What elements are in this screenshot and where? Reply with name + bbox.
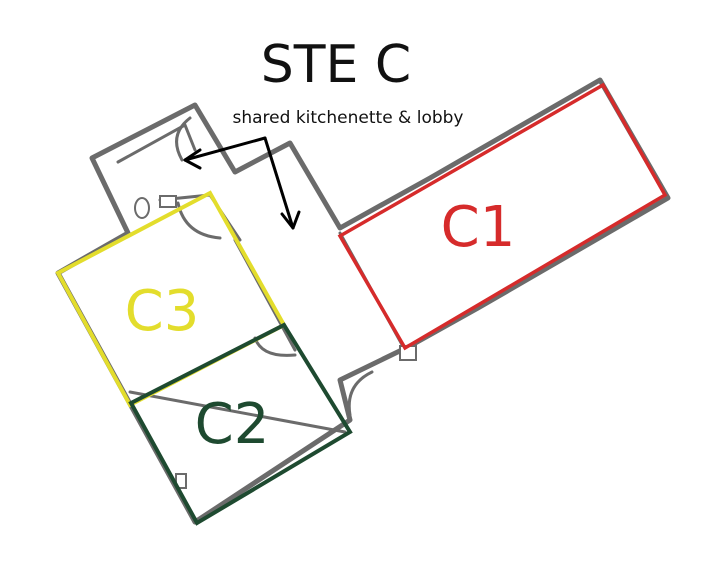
page-title: STE C: [261, 35, 411, 95]
subtitle: shared kitchenette & lobby: [233, 108, 464, 128]
arrow-to-kitchenette: [183, 136, 267, 162]
door-swings: [175, 116, 374, 417]
arrow-to-lobby: [263, 136, 295, 230]
kitchenette-arrows: [183, 136, 301, 230]
unit-c2-label: C2: [195, 392, 270, 457]
arrow-head-kitchenette: [183, 148, 202, 170]
toilet-icon: [134, 197, 150, 219]
unit-c1-label: C1: [441, 195, 516, 260]
sink-icon: [159, 195, 177, 208]
unit-c1-outline[interactable]: [337, 82, 668, 351]
unit-c3-label: C3: [125, 279, 200, 344]
arrow-head-lobby: [280, 210, 301, 230]
unit-c2-outline[interactable]: [128, 322, 353, 526]
